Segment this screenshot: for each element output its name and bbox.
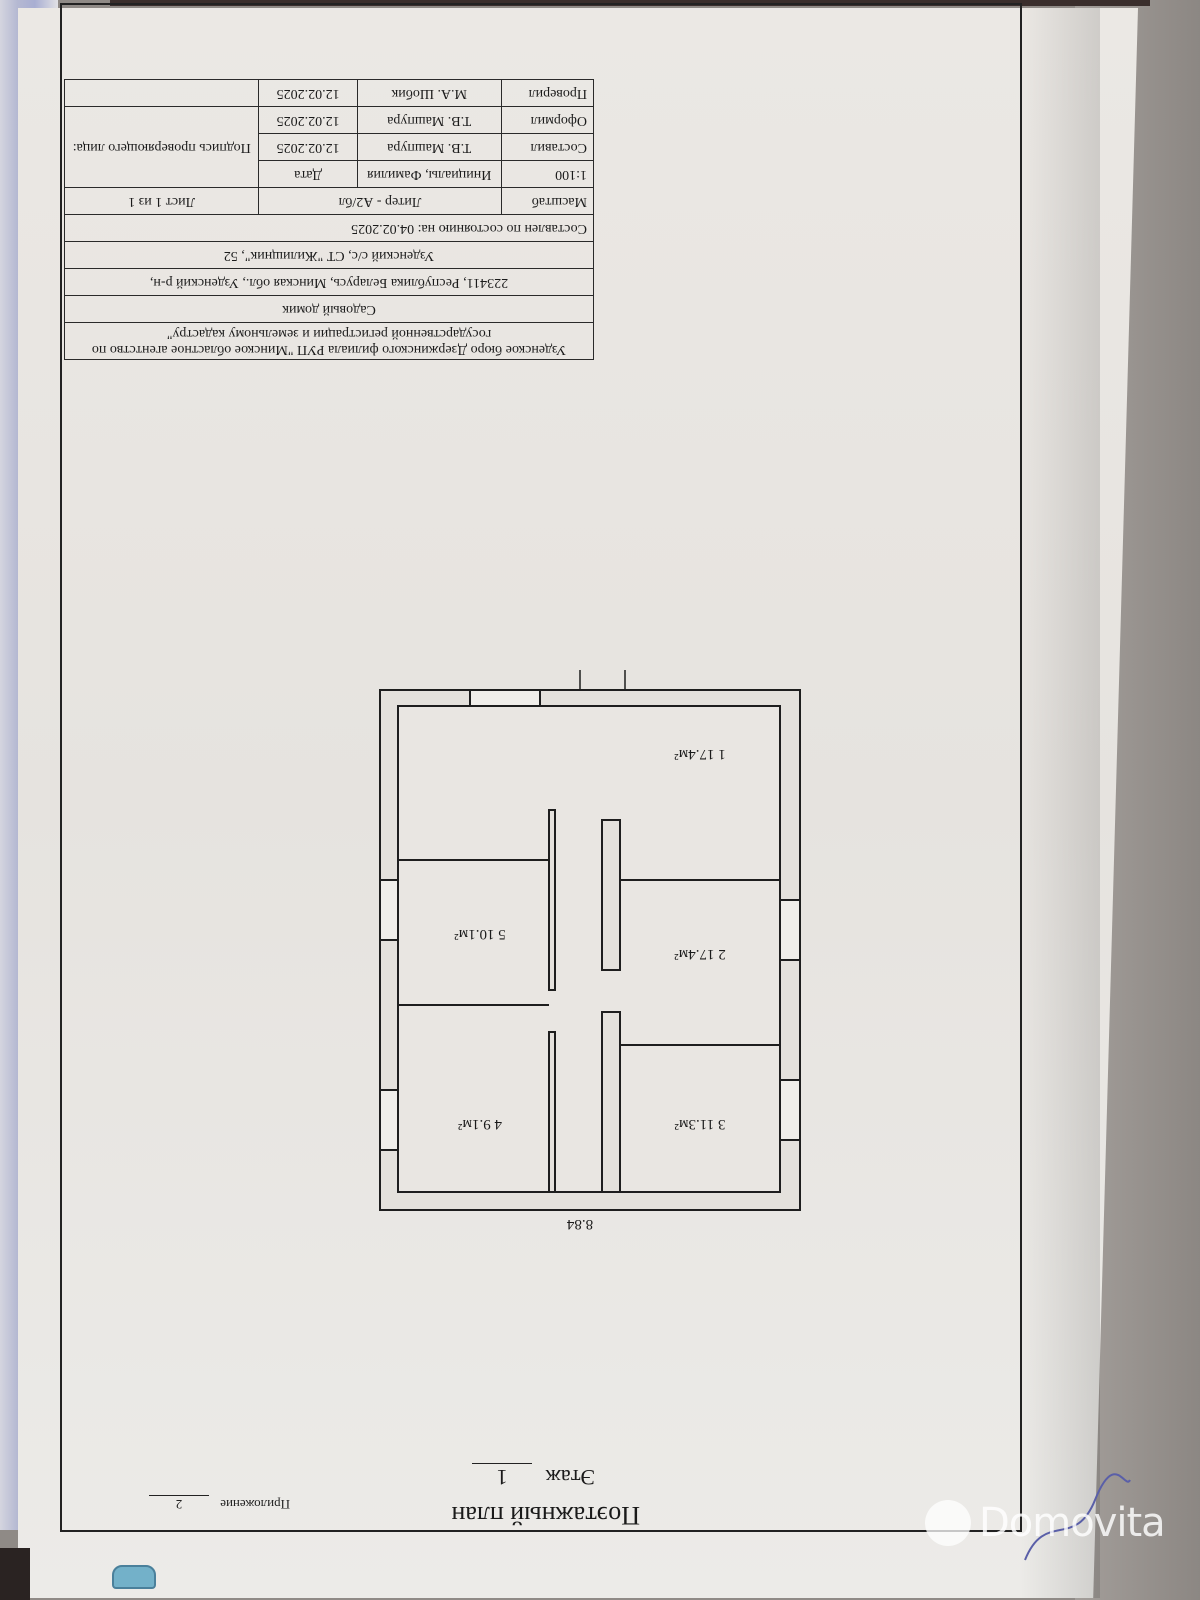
sheet-number: Лист 1 из 1 (64, 187, 259, 215)
room-label: 5 10.1м² (454, 926, 506, 942)
object-name: Садовый домик (64, 295, 594, 323)
col-date: Дата (258, 160, 358, 188)
name: М.А. Шобик (357, 79, 502, 107)
role: Составил (501, 133, 594, 161)
room-label: 2 17.4м² (674, 946, 726, 962)
room-label: 3 11.3м² (674, 1116, 725, 1132)
floor-number: 1 (472, 1463, 533, 1490)
watermark-logo-icon (925, 1500, 971, 1546)
col-initials: Инициалы, Фамилия (357, 160, 502, 188)
floor-indicator: Этаж 1 (472, 1463, 595, 1490)
dimension-label: 8.84 (566, 1216, 593, 1232)
scale-label: Масштаб (501, 187, 594, 215)
organization: Узденское бюро Дзержинского филиала РУП … (64, 322, 594, 360)
signature-label: Подпись проверяющего лица: (64, 106, 259, 188)
appendix-number: 2 (148, 1495, 209, 1512)
role: Оформил (501, 106, 594, 134)
signature-icon (1024, 1473, 1131, 1561)
scale-value: 1:100 (501, 160, 594, 188)
page-shadow (1020, 8, 1100, 1598)
background-edge (110, 0, 1150, 6)
appendix-label: Приложение (220, 1497, 290, 1512)
room-label: 1 17.4м² (674, 746, 726, 762)
watermark-brand: Domovita (979, 1500, 1166, 1546)
signature-cell (64, 79, 259, 107)
watermark: Domovita (925, 1500, 1166, 1546)
address-line-1: 223411, Республика Беларусь, Минская обл… (64, 268, 594, 296)
background-edge (0, 1548, 30, 1600)
date: 12.02.2025 (258, 106, 358, 134)
date: 12.02.2025 (258, 133, 358, 161)
role: Проверил (501, 79, 594, 107)
name: Т.В. Машпура (357, 106, 502, 134)
room-label: 4 9.1м² (458, 1116, 502, 1132)
title-block: Узденское бюро Дзержинского филиала РУП … (64, 79, 594, 360)
appendix-indicator: Приложение 2 (148, 1495, 290, 1512)
name: Т.В. Машпура (357, 133, 502, 161)
floor-label: Этаж (545, 1465, 595, 1490)
floor-plan: 1 17.4м² 2 17.4м² 3 11.3м² 4 9.1м² 5 10.… (340, 606, 820, 1250)
document-title: Поэтажный план (451, 1501, 640, 1530)
date: 12.02.2025 (258, 79, 358, 107)
address-line-2: Узденский с/с, СТ "Жилищник", 52 (64, 241, 594, 269)
liter: Литер - А2/бл (258, 187, 502, 215)
as-of-date: Составлен по состоянию на: 04.02.2025 (64, 214, 594, 242)
stamp-icon (112, 1565, 156, 1589)
